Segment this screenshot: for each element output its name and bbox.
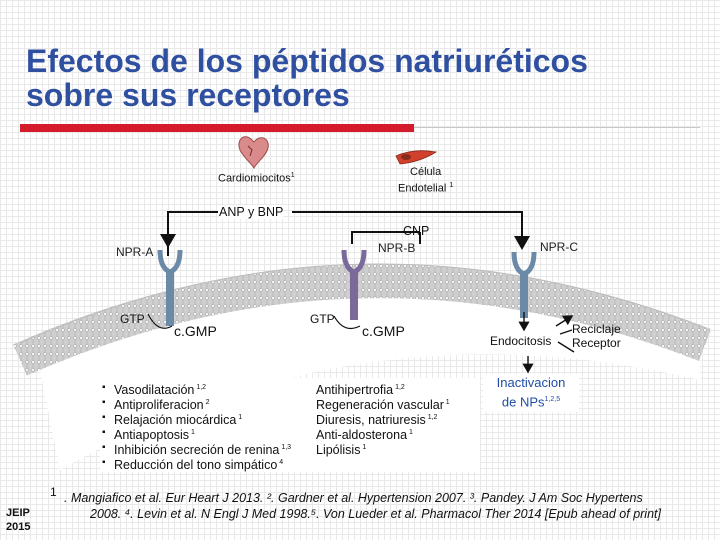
signaling-arrows — [147, 313, 361, 329]
bullet-icon: ▪ — [102, 427, 106, 438]
npr-c-receptor — [511, 251, 537, 318]
effect-item: ▪ Vasodilatación 1,2 — [102, 380, 207, 398]
title-line-1: Efectos de los péptidos natriuréticos — [26, 43, 588, 79]
receptor-recycling-label: Reciclaje Receptor — [572, 322, 621, 350]
journal-year: 2015 — [6, 521, 31, 533]
gtp-b-label: GTP — [310, 312, 335, 326]
effect-item: ▪ Inhibición secreción de renina 1,3 — [102, 440, 292, 458]
anp-bnp-label: ANP y BNP — [219, 205, 284, 219]
effect-ref: 1 — [360, 444, 367, 451]
effect-text: Vasodilatación — [114, 383, 195, 398]
endocytosis-label: Endocitosis — [490, 334, 552, 348]
bullet-icon: ▪ — [102, 412, 106, 423]
inactivation-box: Inactivacion de NPs1,2,5 — [483, 374, 579, 412]
journal-badge: JEIP 2015 — [6, 506, 30, 534]
title-line-2: sobre sus receptores — [26, 77, 350, 113]
effect-text: Inhibición secreción de renina — [114, 443, 280, 458]
effect-item: ▪ Relajación miocárdica 1 — [102, 410, 243, 428]
bullet-icon: ▪ — [102, 442, 106, 453]
reference-line-1: . Mangiafico et al. Eur Heart J 2013. ².… — [64, 491, 643, 505]
nps-label: de NPs1,2,5 — [501, 394, 561, 410]
cnp-label: CNP — [403, 224, 430, 238]
effect-item: Anti-aldosterona 1 — [316, 425, 413, 443]
effect-item: Lipólisis 1 — [316, 440, 366, 458]
effect-ref: 1 — [407, 429, 413, 436]
effect-ref: 1,2 — [393, 384, 405, 391]
effect-ref: 2 — [203, 399, 210, 406]
effect-text: Antiproliferacion — [114, 398, 204, 413]
cardiomyocytes-label: Cardiomiocitos1 — [218, 172, 295, 185]
effect-item: ▪ Antiproliferacion 2 — [102, 395, 210, 413]
npr-b-receptor — [341, 249, 367, 320]
heart-icon — [238, 136, 269, 170]
npr-c-label: NPR-C — [540, 240, 578, 254]
bullet-icon: ▪ — [102, 397, 106, 408]
title-accent-bar — [20, 124, 414, 132]
effect-text: Anti-aldosterona — [316, 428, 408, 443]
effect-item: Regeneración vascular 1 — [316, 395, 450, 413]
effect-item: ▪ Antiapoptosis 1 — [102, 425, 195, 443]
endothelial-label: Célula Endotelial 1 — [398, 166, 454, 195]
effect-item: Antihipertrofia 1,2 — [316, 380, 405, 398]
reference-line-2: 2008. ⁴. Levin et al. N Engl J Med 1998.… — [90, 507, 661, 521]
effect-text: Lipólisis — [316, 443, 361, 458]
cgmp-b-label: c.GMP — [362, 323, 405, 339]
effect-text: Relajación miocárdica — [114, 413, 237, 428]
effect-ref: 4 — [277, 459, 284, 466]
cgmp-a-label: c.GMP — [174, 323, 217, 339]
effect-ref: 1,3 — [279, 444, 292, 451]
effect-ref: 1 — [189, 429, 195, 436]
effect-text: Antihipertrofia — [316, 383, 394, 398]
inactivation-label: Inactivacion — [496, 375, 566, 390]
effects-list: ▪Vasodilatación 1,2▪Antiproliferacion 2▪… — [100, 378, 480, 472]
journal-name: JEIP — [6, 507, 30, 519]
npr-a-label: NPR-A — [116, 245, 154, 259]
cell-membrane — [13, 263, 712, 470]
gtp-a-label: GTP — [120, 312, 145, 326]
effect-text: Diuresis, natriuresis — [316, 413, 426, 428]
ligand-connectors — [160, 211, 530, 256]
effect-ref: 1,2 — [194, 384, 207, 391]
effect-text: Reducción del tono simpático — [114, 458, 278, 473]
effect-text: Regeneración vascular — [316, 398, 444, 413]
endothelial-cell-icon — [395, 150, 438, 165]
npr-c-fate-arrows — [518, 312, 575, 353]
bullet-icon: ▪ — [102, 457, 106, 468]
effect-text: Antiapoptosis — [114, 428, 190, 443]
effect-ref: 1 — [236, 414, 243, 421]
effect-ref: 1,2 — [425, 414, 438, 421]
effect-item: Diuresis, natriuresis 1,2 — [316, 410, 437, 428]
effect-item: ▪ Reducción del tono simpático 4 — [102, 455, 284, 473]
npr-a-receptor — [157, 249, 183, 326]
npr-b-label: NPR-B — [378, 241, 416, 255]
effect-ref: 1 — [443, 399, 450, 406]
bullet-icon: ▪ — [102, 382, 106, 393]
title-rule — [414, 127, 700, 128]
reference-marker: 1 — [50, 485, 57, 499]
slide-title: Efectos de los péptidos natriuréticos so… — [26, 44, 588, 112]
